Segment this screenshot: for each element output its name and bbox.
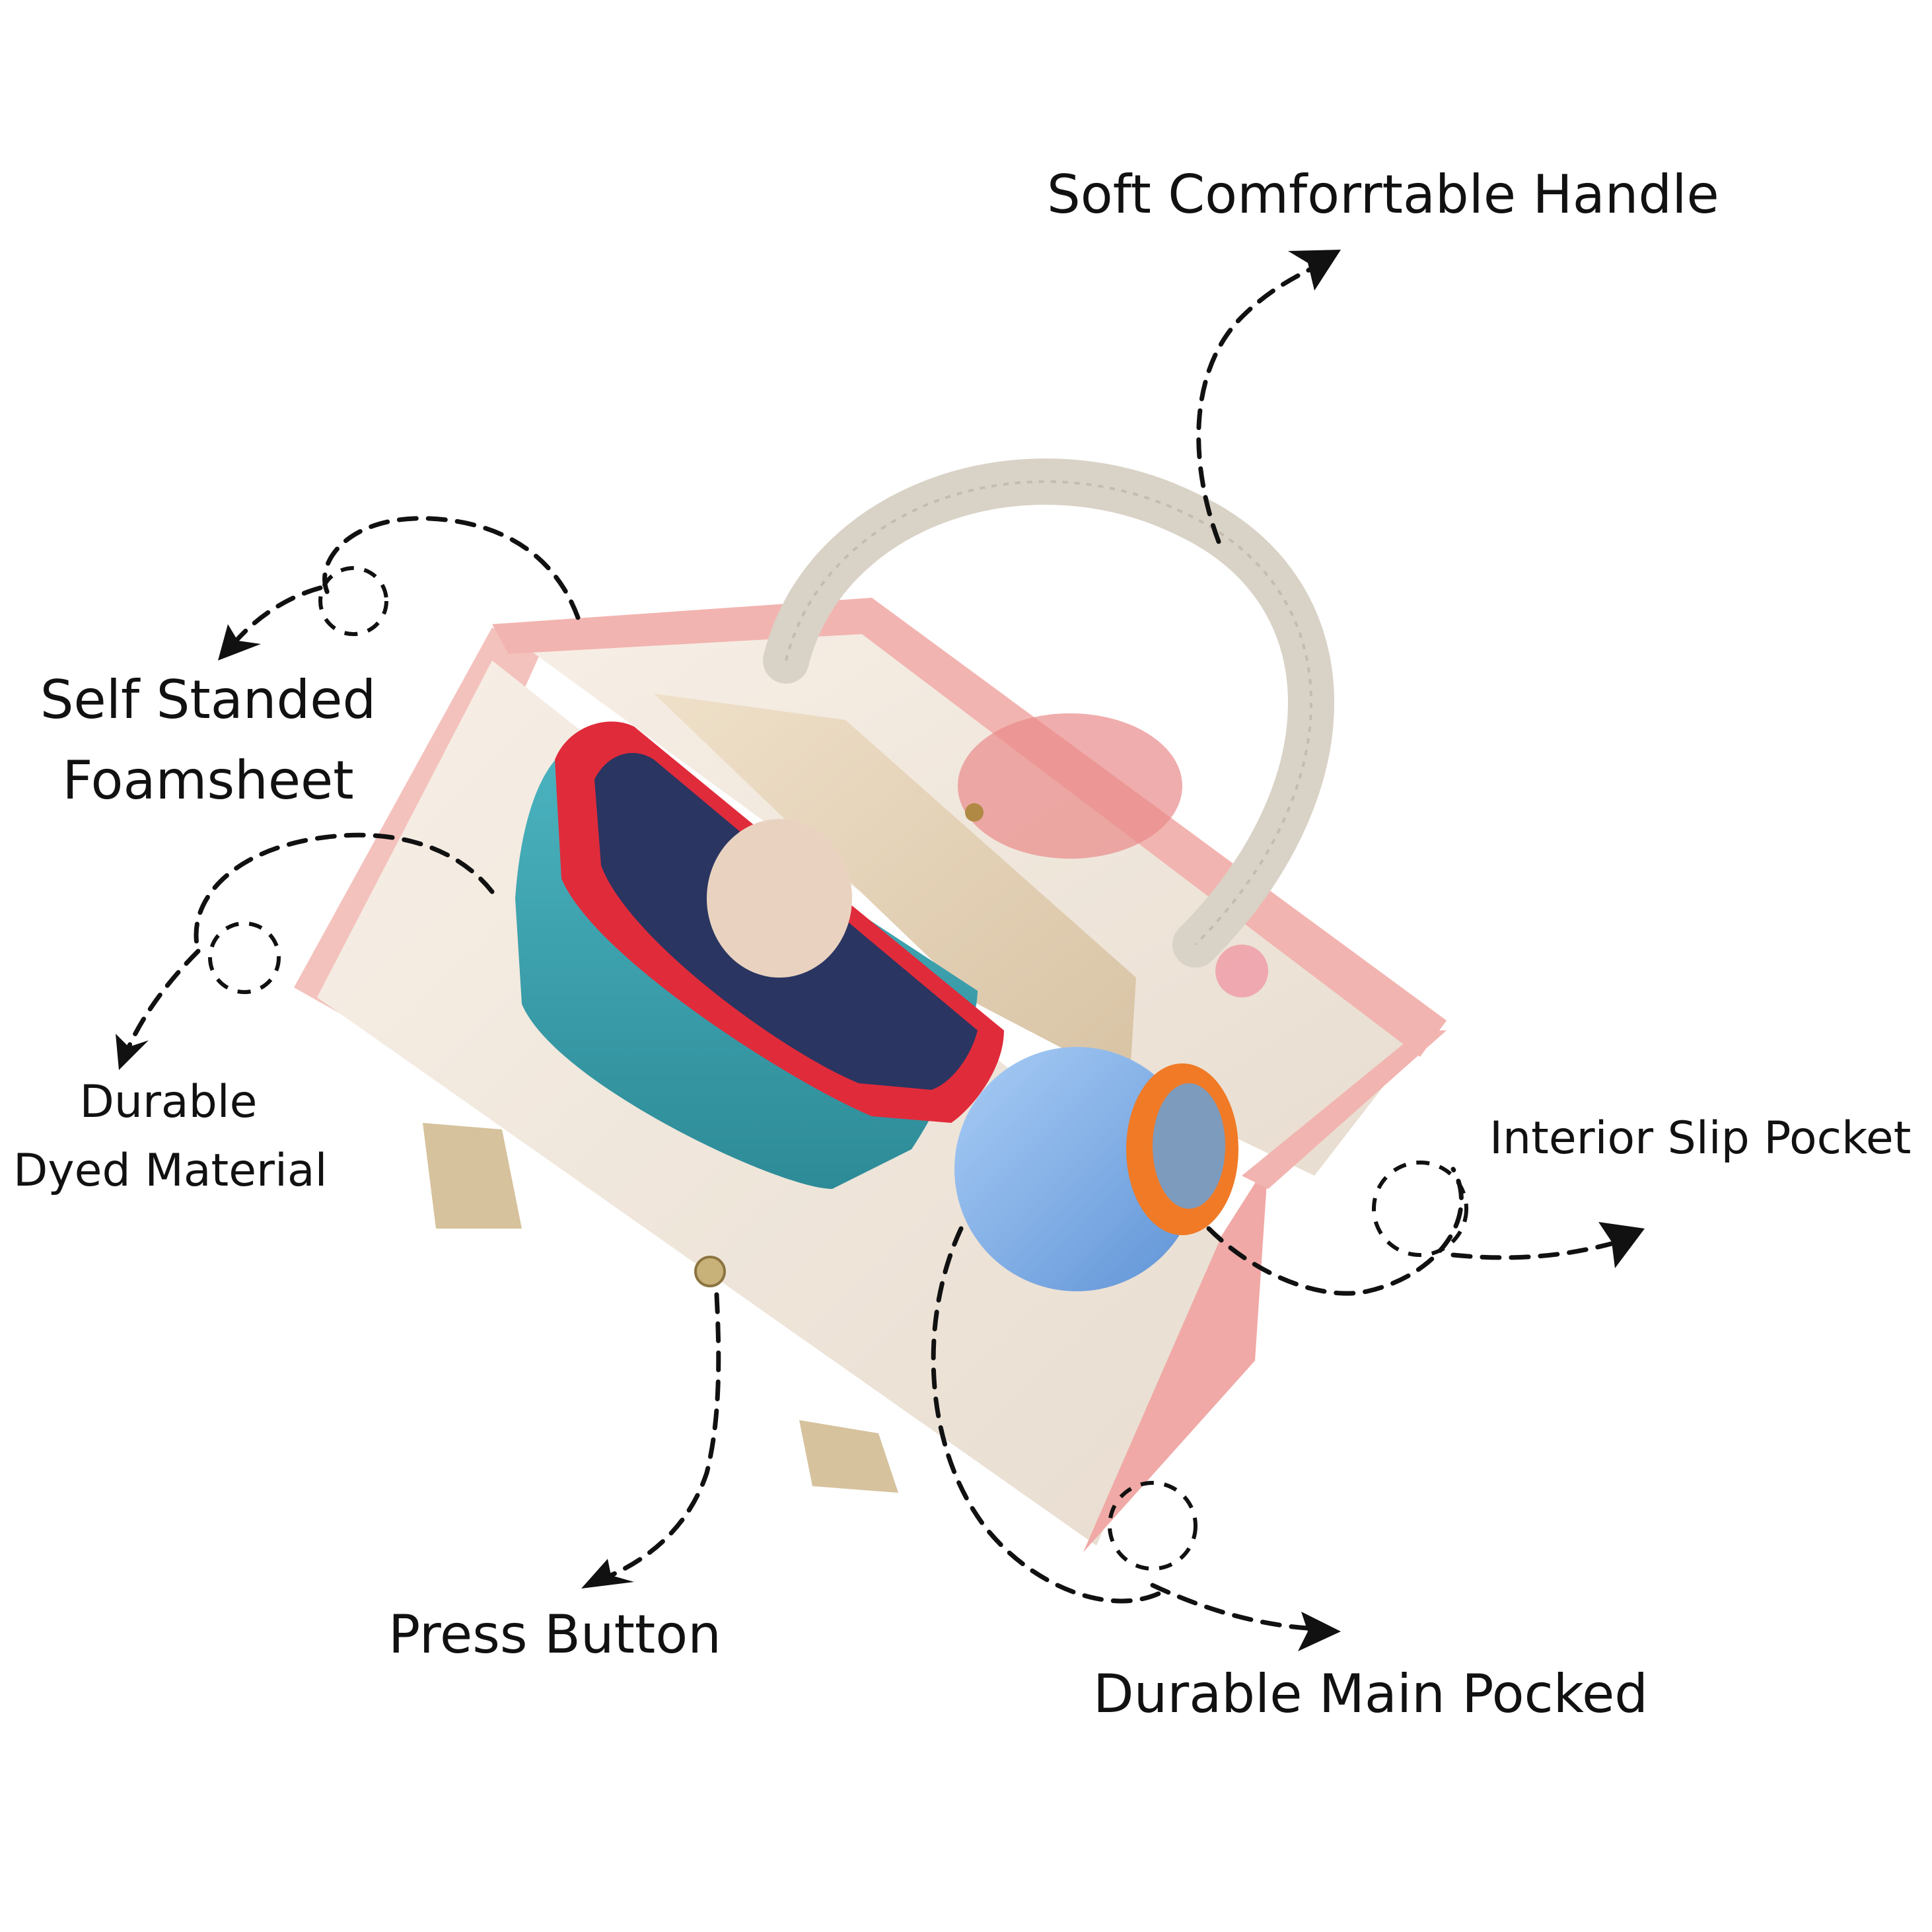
print-decoration-2 xyxy=(1215,945,1268,997)
lining-snap xyxy=(965,803,984,822)
lid-character xyxy=(707,819,852,978)
press-button-snap xyxy=(694,1256,726,1287)
material-label: Durable Dyed Material xyxy=(13,1076,328,1197)
foamsheet-callout-arrow xyxy=(218,516,581,661)
press-button-callout-arrow xyxy=(581,1292,721,1589)
material-callout-arrow xyxy=(116,832,495,1070)
material-label-line2: Dyed Material xyxy=(13,1145,328,1197)
bag-right-trim xyxy=(1242,1030,1447,1189)
handle-label: Soft Comforrtable Handle xyxy=(1047,164,1719,225)
foamsheet-label-line1: Self Standed xyxy=(40,669,376,731)
ball-cap-inner xyxy=(1153,1083,1225,1209)
interior-lining xyxy=(654,694,1136,1083)
bag-foot-right xyxy=(799,1420,898,1493)
slip-pocket-label: Interior Slip Pocket xyxy=(1489,1112,1912,1164)
main-pocket-label: Durable Main Pocked xyxy=(1093,1663,1649,1725)
main-pocket-callout-arrow xyxy=(931,1226,1341,1651)
bag-foot-left xyxy=(423,1123,522,1229)
water-ball xyxy=(954,1047,1238,1291)
bag-top-trim xyxy=(492,598,1447,1057)
bag-right-wall xyxy=(1083,1163,1268,1552)
print-decoration xyxy=(958,713,1182,859)
material-label-line1: Durable xyxy=(79,1076,258,1128)
bag-handle-weave xyxy=(785,480,1312,946)
slip-pocket-callout-arrow xyxy=(1206,1161,1645,1296)
lunchbox xyxy=(515,721,1004,1189)
foamsheet-label-line2: Foamsheet xyxy=(62,750,354,811)
press-button-label: Press Button xyxy=(388,1604,721,1665)
handle-callout-arrow xyxy=(1196,250,1341,544)
foamsheet-label: Self Standed Foamsheet xyxy=(36,674,380,807)
